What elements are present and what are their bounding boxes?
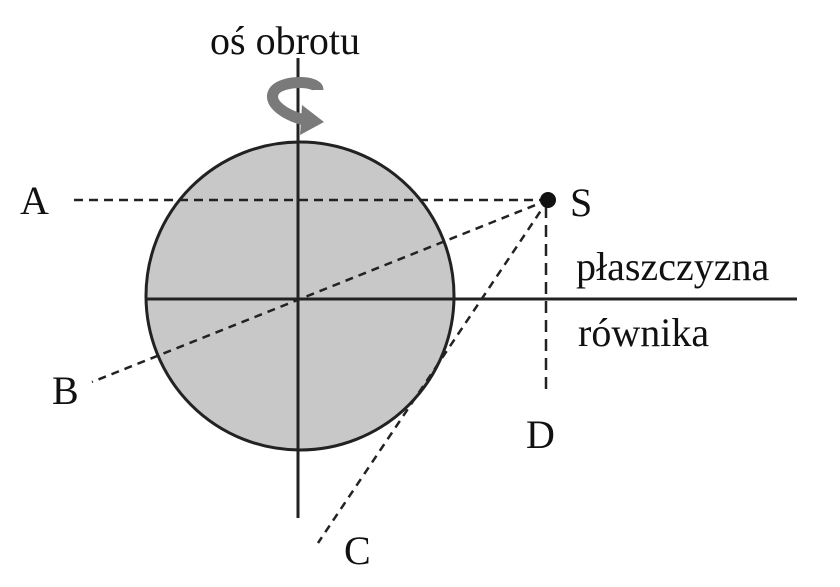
label-d: D bbox=[526, 412, 555, 457]
plane-label-line1: płaszczyzna bbox=[576, 244, 769, 289]
label-c: C bbox=[344, 528, 371, 573]
source-point-s bbox=[540, 192, 556, 208]
label-a: A bbox=[20, 178, 49, 223]
sphere bbox=[144, 140, 456, 452]
rotation-arrow-icon bbox=[267, 77, 324, 135]
plane-label-line2: równika bbox=[578, 310, 709, 355]
line-s-b bbox=[91, 198, 549, 384]
label-s: S bbox=[570, 180, 592, 225]
axis-label: oś obrotu bbox=[210, 18, 360, 63]
label-b: B bbox=[52, 368, 79, 413]
